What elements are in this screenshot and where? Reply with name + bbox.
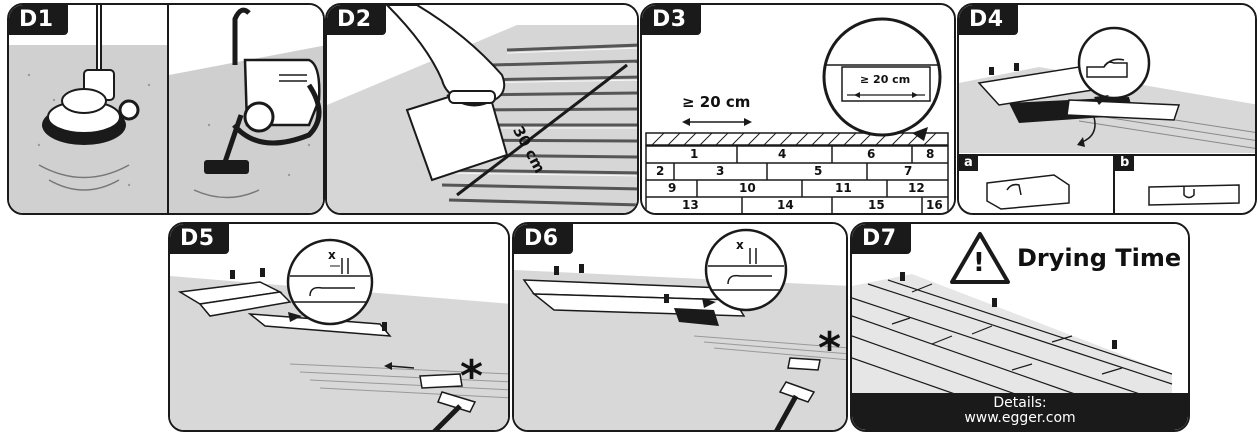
tapping-block [419,373,463,389]
vacuum-cleaner-icon [193,7,322,199]
offset-label: ≥ 20 cm [682,93,751,111]
plank-number: 14 [777,198,794,212]
plank-number: 13 [682,198,699,212]
panel-d4: a b D4 [957,3,1257,215]
plank-number: 11 [835,181,852,195]
zoom-circle [822,17,942,141]
warning-icon [950,232,1010,284]
plank-layout-grid [645,145,949,213]
panel-d3: ≥ 20 cm ≥ 20 cm 1 4 6 8 2 3 5 7 9 10 11 … [640,3,956,215]
star-marker: * [818,323,842,374]
step-tag-d5: D5 [170,224,229,254]
plank-number: 12 [908,181,925,195]
sub-tag-b: b [1115,155,1135,171]
plank-number: 2 [656,164,665,178]
step-tag-d2: D2 [327,5,386,35]
trowel-hand-icon [385,5,509,182]
d3-illustration [642,5,954,213]
sub-tag-a: a [959,155,978,171]
gap-label: x [736,238,744,252]
plank-joint-b [1148,184,1240,206]
tapping-block [787,357,821,371]
panel-d6: x * D6 [512,222,848,432]
d2-illustration [327,5,637,213]
zoom-label: ≥ 20 cm [860,73,911,86]
warning-exclamation: ! [973,248,985,278]
step-tag-d1: D1 [9,5,68,35]
d7-illustration [852,224,1188,430]
plank-number: 5 [814,164,823,178]
step-tag-d7: D7 [852,224,911,254]
plank-number: 9 [668,181,677,195]
d5-illustration [170,224,508,430]
gap-label: x [328,248,336,262]
panel-d1: D1 [7,3,325,215]
plank-joint-a [986,174,1070,210]
plank-number: 10 [739,181,756,195]
plank-number: 16 [926,198,943,212]
d4-illustration [959,5,1255,213]
hammer-icon [432,391,477,430]
plank-number: 8 [926,147,935,161]
measure-line [456,63,628,197]
plank-number: 1 [690,147,699,161]
step-tag-d4: D4 [959,5,1018,35]
hammer-icon [774,381,816,430]
footer-details-label: Details: [993,395,1047,411]
drying-time-title: Drying Time [1017,244,1182,272]
plank-number: 15 [868,198,885,212]
star-marker: * [460,351,484,402]
d1-illustration [9,5,323,213]
panel-d5: x * D5 [168,222,510,432]
d5-zoom-circle [286,238,374,326]
d6-zoom-circle [702,228,788,312]
d6-illustration [514,224,846,430]
plank-number: 6 [867,147,876,161]
details-footer: Details: www.egger.com [852,393,1188,430]
step-tag-d3: D3 [642,5,701,35]
plank-number: 3 [716,164,725,178]
step-tag-d6: D6 [514,224,573,254]
footer-website-link[interactable]: www.egger.com [964,410,1076,426]
plank-number: 7 [904,164,913,178]
floor-grinder-icon [38,5,140,191]
panel-d2: 30 cm D2 [325,3,639,215]
panel-d7: ! Drying Time Details: www.egger.com D7 [850,222,1190,432]
plank-number: 4 [778,147,787,161]
